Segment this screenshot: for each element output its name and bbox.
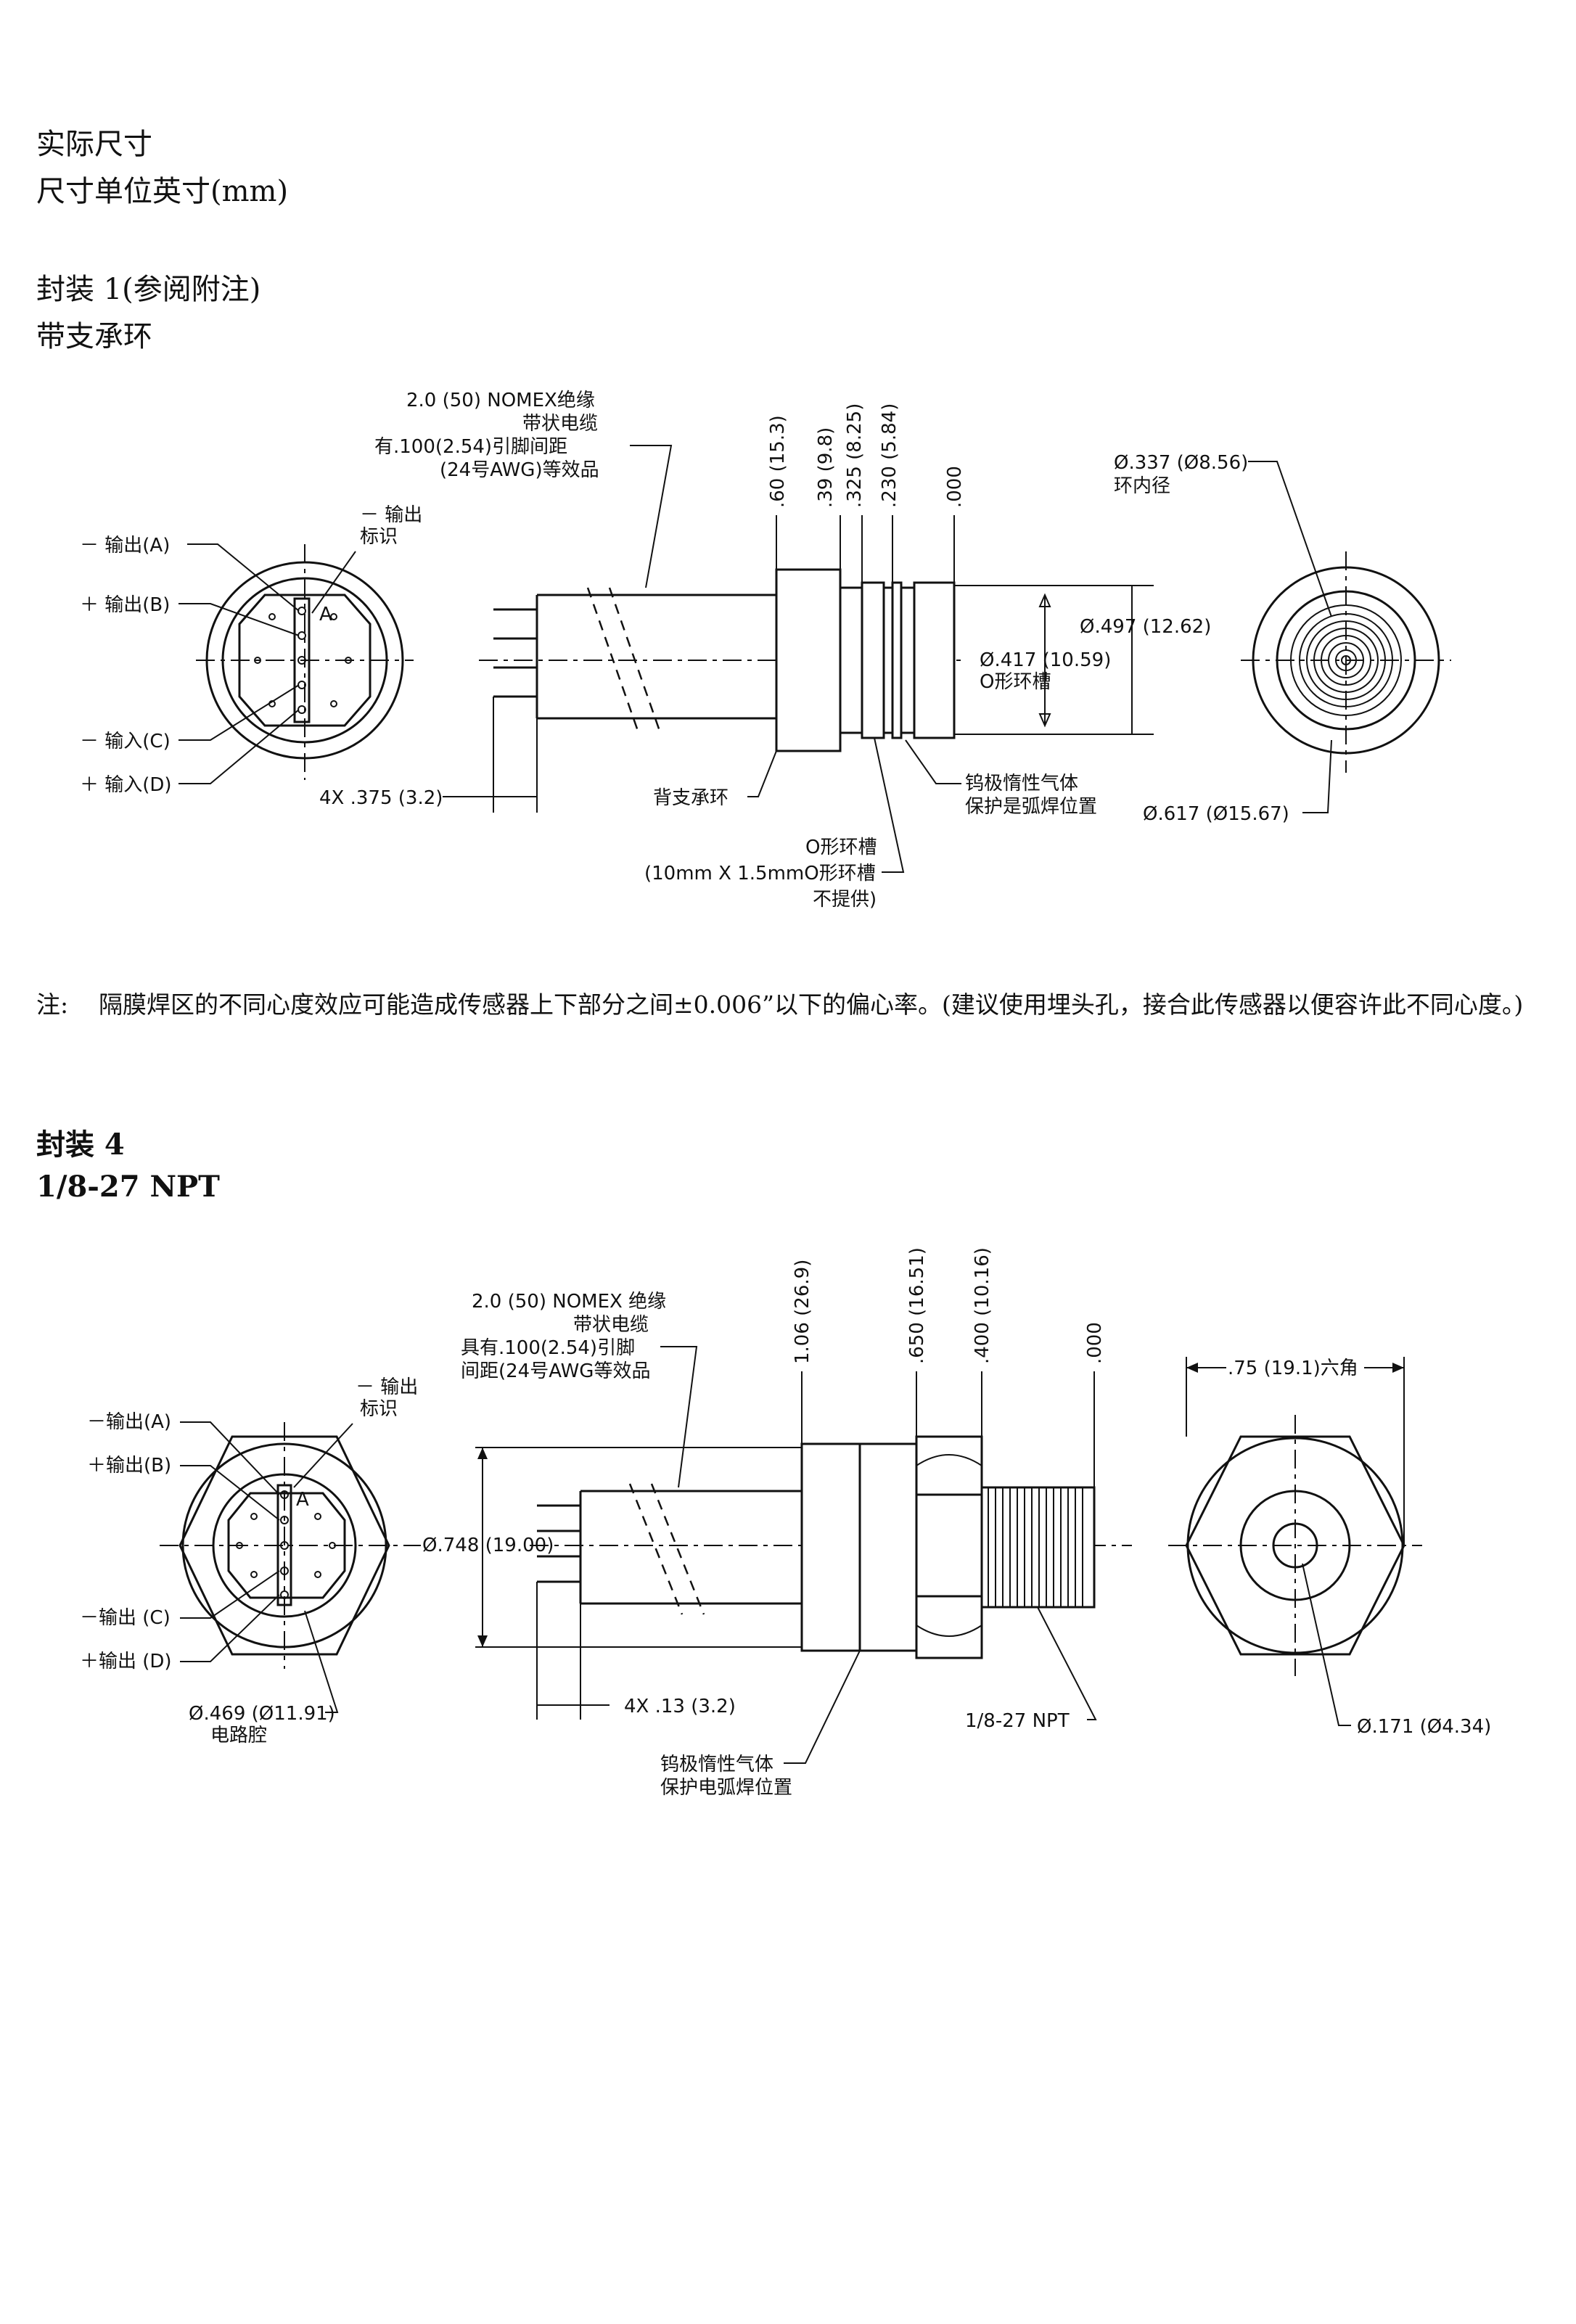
package4-cable-label-line3: 具有.100(2.54)引脚 bbox=[461, 1337, 635, 1359]
package1-pin-marker-letter: A bbox=[319, 604, 332, 625]
package4-cable-label-line4: 间距(24号AWG等效品 bbox=[461, 1360, 650, 1382]
package1-output-marker-line1: － 输出 bbox=[360, 504, 422, 526]
package4-dim-0400: .400 (10.16) bbox=[972, 1247, 993, 1364]
package4-output-marker-line1: － 输出 bbox=[356, 1376, 418, 1398]
package4-pin-length: 4X .13 (3.2) bbox=[624, 1696, 736, 1717]
package1-ring-id-line1: Ø.337 (Ø8.56) bbox=[1114, 452, 1248, 474]
note-block: 注: 隔膜焊区的不同心度效应可能造成传感器上下部分之间±0.006”以下的偏心率… bbox=[36, 981, 1546, 1029]
package4-drawing: A －输出(A) ＋输出(B) －输出 (C) ＋输出 (D) － 输出 标识 … bbox=[80, 1247, 1491, 1799]
package1-oring-line3: 不提供) bbox=[813, 889, 877, 911]
package4-pin-marker-letter: A bbox=[296, 1489, 309, 1511]
package4-output-marker-line2: 标识 bbox=[360, 1398, 398, 1420]
package4-title-text: 封装 4 bbox=[36, 1128, 125, 1162]
package1-ring-id-line2: 环内径 bbox=[1114, 475, 1170, 497]
package1-pin-length: 4X .375 (3.2) bbox=[319, 787, 443, 809]
package1-front-view: Ø.337 (Ø8.56) 环内径 Ø.617 (Ø15.67) bbox=[1114, 452, 1451, 825]
package1-dia-groove: Ø.417 (10.59) bbox=[980, 649, 1111, 671]
package1-dim-0000: .000 bbox=[944, 466, 966, 508]
package1-dim-0230: .230 (5.84) bbox=[879, 403, 900, 508]
package1-oring-line2: (10mm X 1.5mmO形环槽 bbox=[644, 863, 876, 884]
package1-drawing: A － 输出(A) ＋ 输出(B) － 输入(C) ＋ 输入(D) － 输出 标… bbox=[80, 390, 1451, 911]
package1-pin-output-minus: － 输出(A) bbox=[80, 535, 170, 557]
package1-dim-039: .39 (9.8) bbox=[815, 427, 837, 508]
package4-thread-label: 1/8-27 NPT bbox=[965, 1710, 1070, 1732]
package4-cavity-line1: Ø.469 (Ø11.91) bbox=[189, 1703, 335, 1725]
package1-weld-line2: 保护是弧焊位置 bbox=[965, 796, 1097, 818]
package1-pin-output-plus: ＋ 输出(B) bbox=[80, 594, 170, 616]
package4-front-view: .75 (19.1)六角 Ø.171 (Ø4.34) bbox=[1168, 1357, 1491, 1738]
note-text: 隔膜焊区的不同心度效应可能造成传感器上下部分之间±0.006”以下的偏心率。(建… bbox=[99, 990, 1524, 1019]
package4-title: 封装 4 bbox=[36, 1121, 125, 1163]
package4-cable-label-line1: 2.0 (50) NOMEX 绝缘 bbox=[472, 1291, 666, 1313]
package4-pin-input-minus: －输出 (C) bbox=[80, 1607, 171, 1629]
package4-hex-size: .75 (19.1)六角 bbox=[1228, 1358, 1358, 1379]
package1-title: 封装 1(参阅附注) bbox=[36, 273, 261, 306]
package1-side-view: .60 (15.3) .39 (9.8) .325 (8.25) .230 (5… bbox=[319, 390, 1211, 911]
package1-cable-label-line1: 2.0 (50) NOMEX绝缘 bbox=[406, 390, 595, 411]
package1-back-ring-label: 背支承环 bbox=[653, 787, 729, 809]
package1-groove-label: O形环槽 bbox=[980, 671, 1051, 693]
package1-end-view: A － 输出(A) ＋ 输出(B) － 输入(C) ＋ 输入(D) － 输出 标… bbox=[80, 504, 422, 796]
package1-subtitle: 带支承环 bbox=[36, 320, 152, 353]
page-heading-actual-size: 实际尺寸 bbox=[36, 128, 152, 161]
package1-dim-0325: .325 (8.25) bbox=[844, 403, 866, 508]
package4-pin-output-plus: ＋输出(B) bbox=[87, 1455, 171, 1477]
package4-end-view: A －输出(A) ＋输出(B) －输出 (C) ＋输出 (D) － 输出 标识 … bbox=[80, 1376, 421, 1746]
package1-dim-060: .60 (15.3) bbox=[767, 415, 789, 508]
package4-port-diameter: Ø.171 (Ø4.34) bbox=[1357, 1716, 1491, 1738]
package4-cable-label-line2: 带状电缆 bbox=[573, 1314, 649, 1336]
package4-dim-0650: .650 (16.51) bbox=[906, 1247, 928, 1364]
package4-dia-body: Ø.748 (19.00) bbox=[422, 1535, 554, 1556]
package4-pin-output-minus: －输出(A) bbox=[87, 1411, 171, 1433]
package4-weld-line1: 钨极惰性气体 bbox=[660, 1754, 773, 1775]
package1-cable-label-line2: 带状电缆 bbox=[522, 413, 598, 435]
package4-side-view: Ø.748 (19.00) 4X .13 (3.2) bbox=[422, 1247, 1132, 1799]
package4-dim-106: 1.06 (26.9) bbox=[792, 1260, 813, 1364]
package1-output-marker-line2: 标识 bbox=[360, 526, 398, 548]
package1-cable-label-line3: 有.100(2.54)引脚间距 bbox=[374, 436, 567, 458]
note-label: 注: bbox=[36, 990, 69, 1019]
package1-oring-line1: O形环槽 bbox=[805, 837, 877, 858]
package1-pin-input-plus: ＋ 输入(D) bbox=[80, 774, 172, 796]
package1-dia-end: Ø.617 (Ø15.67) bbox=[1143, 803, 1289, 825]
package1-pin-input-minus: － 输入(C) bbox=[80, 731, 171, 752]
package4-cavity-line2: 电路腔 bbox=[210, 1725, 267, 1746]
page-heading-units: 尺寸单位英寸(mm) bbox=[36, 175, 289, 208]
package1-dia-outer: Ø.497 (12.62) bbox=[1080, 616, 1211, 638]
package4-dim-0000: .000 bbox=[1084, 1322, 1106, 1364]
package4-subtitle: 1/8-27 NPT bbox=[36, 1170, 220, 1204]
package4-weld-line2: 保护电弧焊位置 bbox=[660, 1777, 792, 1799]
package4-pin-input-plus: ＋输出 (D) bbox=[80, 1651, 172, 1672]
package1-cable-label-line4: (24号AWG)等效品 bbox=[440, 459, 599, 481]
package1-weld-line1: 钨极惰性气体 bbox=[965, 773, 1078, 794]
